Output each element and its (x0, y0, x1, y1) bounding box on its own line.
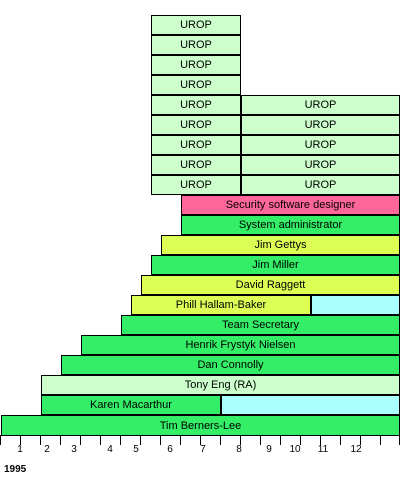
bar-urop-11: UROP (241, 155, 400, 175)
axis-tick-label-2: 2 (44, 444, 50, 455)
axis-tick-mark (220, 435, 221, 445)
bar-tim-berners-lee-27: Tim Berners-Lee (1, 415, 400, 436)
axis-tick-label-4: 4 (107, 444, 113, 455)
bar-urop-8: UROP (151, 135, 241, 155)
axis-tick-label-9: 9 (266, 444, 272, 455)
axis-tick-mark (80, 435, 81, 445)
bar-urop-5: UROP (241, 95, 400, 115)
bar-urop-10: UROP (151, 155, 241, 175)
bar-urop-7: UROP (241, 115, 400, 135)
bar-henrik-frystyk-nielsen-22: Henrik Frystyk Nielsen (81, 335, 400, 355)
bar-karen-macarthur-25: Karen Macarthur (41, 395, 221, 415)
axis-tick-mark (200, 435, 201, 445)
axis-tick-label-10: 10 (289, 444, 301, 455)
bar-phill-hallam-baker-19: Phill Hallam-Baker (131, 295, 311, 315)
axis-tick-label-12: 12 (350, 444, 362, 455)
axis-tick-mark (120, 435, 121, 445)
axis-tick-label-6: 6 (167, 444, 173, 455)
bar-jim-gettys-16: Jim Gettys (161, 235, 400, 255)
bar-david-raggett-18: David Raggett (141, 275, 400, 295)
axis-tick-mark (380, 435, 381, 445)
axis-tick-mark (240, 435, 241, 445)
axis-tick-mark (280, 435, 281, 445)
axis-tick-mark (260, 435, 261, 445)
bar-system-administrator-15: System administrator (181, 215, 400, 235)
axis-tick-mark (160, 435, 161, 445)
bar-urop-6: UROP (151, 115, 241, 135)
bar-urop-9: UROP (241, 135, 400, 155)
axis-tick-mark (320, 435, 321, 445)
axis-tick-mark (180, 435, 181, 445)
year-label: 1995 (4, 464, 27, 475)
axis-tick-mark (300, 435, 301, 445)
bar-urop-0: UROP (151, 15, 241, 35)
axis-tick-mark (100, 435, 101, 445)
axis-tick-label-8: 8 (236, 444, 242, 455)
axis-tick-mark (140, 435, 141, 445)
bar-urop-3: UROP (151, 75, 241, 95)
bar-urop-13: UROP (241, 175, 400, 195)
axis-tick-mark (20, 435, 21, 445)
axis-tick-mark (340, 435, 341, 445)
bar-security-software-designer-14: Security software designer (181, 195, 400, 215)
bar-extension-26 (221, 395, 400, 415)
bar-urop-12: UROP (151, 175, 241, 195)
bar-urop-4: UROP (151, 95, 241, 115)
bar-tony-eng-ra-24: Tony Eng (RA) (41, 375, 400, 395)
bar-urop-2: UROP (151, 55, 241, 75)
bar-urop-1: UROP (151, 35, 241, 55)
axis-tick-label-5: 5 (133, 444, 139, 455)
axis-tick-label-3: 3 (71, 444, 77, 455)
axis-tick-mark (360, 435, 361, 445)
bar-jim-miller-17: Jim Miller (151, 255, 400, 275)
axis-tick-label-7: 7 (200, 444, 206, 455)
axis-tick-mark (0, 435, 1, 445)
axis-tick-label-1: 1 (17, 444, 23, 455)
bar-team-secretary-21: Team Secretary (121, 315, 400, 335)
bar-dan-connolly-23: Dan Connolly (61, 355, 400, 375)
axis-tick-mark (60, 435, 61, 445)
axis-tick-label-11: 11 (317, 444, 329, 455)
bar-extension-20 (311, 295, 400, 315)
axis-tick-mark (40, 435, 41, 445)
